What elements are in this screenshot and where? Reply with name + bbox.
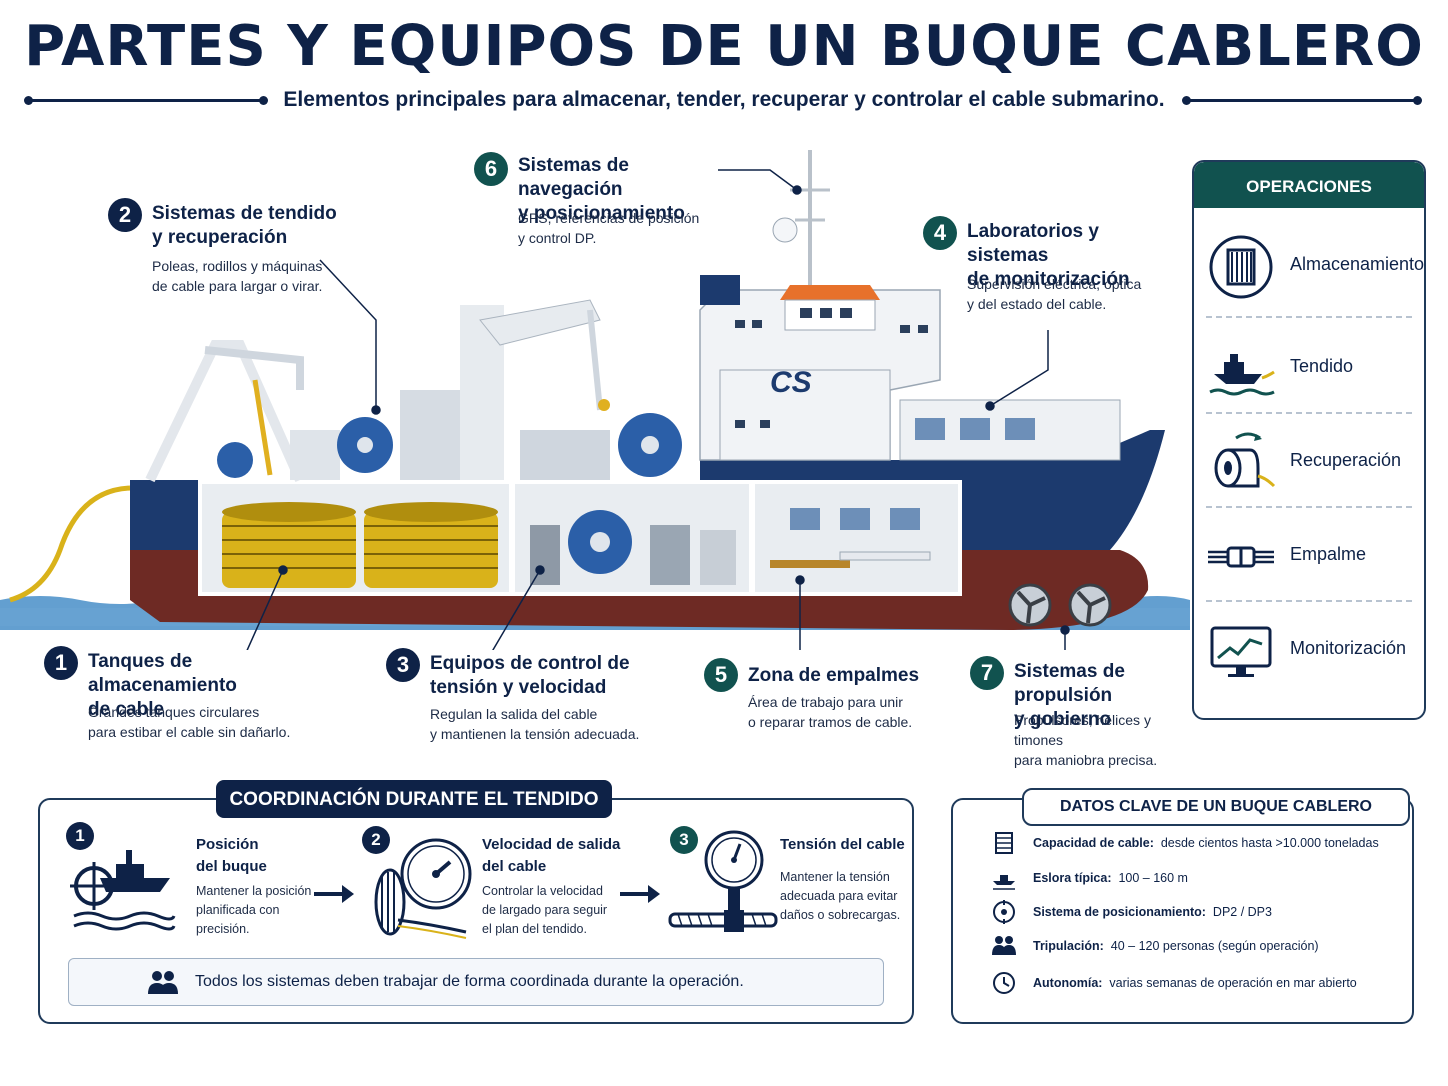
key-label: Tripulación: [1033,939,1104,953]
ship-laying-icon [1209,354,1275,396]
arrow-icon [620,885,660,903]
people-icon [148,971,178,994]
coordination-banner: Todos los sistemas deben trabajar de for… [68,958,884,1006]
monitor-chart-icon [1210,626,1272,677]
crew-icon [992,936,1016,955]
operation-label: Tendido [1290,356,1354,376]
key-data-row: Sistema de posicionamiento: DP2 / DP3 [953,899,1412,927]
callout-number: 7 [970,656,1004,690]
operation-label: Recuperación [1290,450,1402,470]
title-rule-right [1182,96,1422,105]
radar-dome [772,217,798,243]
operation-splice: Empalme [1194,512,1424,602]
divider [1206,506,1412,508]
callout-number: 4 [923,216,957,250]
divider [1206,316,1412,318]
step-number: 3 [670,826,698,854]
deck-equipment [145,299,682,483]
page-title: PARTES Y EQUIPOS DE UN BUQUE CABLERO [24,14,1424,79]
callout-desc: Regulan la salida del cable y mantienen … [430,706,640,742]
callout-number: 6 [474,152,508,186]
superstructure [699,150,1121,461]
step-desc: Mantener la posición planificada con pre… [196,884,312,936]
key-data-panel: Capacidad de cable: desde cientos hasta … [951,798,1414,1024]
step-desc: Mantener la tensión adecuada para evitar… [780,870,901,922]
callout-desc: Propulsores, hélices y timones para mani… [1014,712,1158,768]
step-title: Velocidad de salida del cable [482,836,621,875]
key-data-row: Tripulación: 40 – 120 personas (según op… [953,933,1412,961]
key-data-heading: DATOS CLAVE DE UN BUQUE CABLERO [1022,788,1410,826]
callout-number: 5 [704,658,738,692]
operation-recovery: Recuperación [1194,418,1424,508]
operation-label: Almacenamiento [1290,254,1425,274]
cable-recovery-icon [1214,432,1276,488]
splice-icon [1208,546,1274,568]
callout-desc: GPS, referencias de posición y control D… [518,210,700,246]
key-label: Eslora típica: [1033,871,1112,885]
propellers [1008,583,1112,627]
funnel-logo: CS [770,366,812,399]
key-data-row: Eslora típica: 100 – 160 m [953,865,1412,893]
title-rule-left [24,96,268,105]
step-number: 1 [66,822,94,850]
callout-desc: Grandes tanques circulares para estibar … [88,704,291,740]
step-desc: Controlar la velocidad de largado para s… [482,884,608,936]
arrow-icon [314,885,354,903]
callout-desc: Poleas, rodillos y máquinas de cable par… [152,258,323,294]
clock-icon [993,972,1015,994]
operation-monitoring: Monitorización [1194,606,1424,696]
key-label: Sistema de posicionamiento: [1033,905,1206,919]
banner-text: Todos los sistemas deben trabajar de for… [195,973,744,990]
splicing-room [770,508,931,568]
operation-laying: Tendido [1194,324,1424,414]
callout-title: Zona de empalmes [748,665,920,686]
coordination-heading: COORDINACIÓN DURANTE EL TENDIDO [216,780,612,818]
page-subtitle: Elementos principales para almacenar, te… [283,88,1165,111]
callout-leaders [246,169,1070,650]
ship-illustration: CS [0,150,1190,650]
positioning-icon [993,900,1015,924]
step-title: Posición del buque [196,836,267,875]
tension-equipment [530,510,736,585]
callout-title: Sistemas de propulsión y gobierno [1014,661,1125,730]
ship-target-icon [70,850,176,931]
operation-label: Empalme [1290,544,1367,564]
callout-title: Sistemas de tendido y recuperación [152,203,337,248]
key-data-row: Capacidad de cable: desde cientos hasta … [953,830,1412,858]
key-value: 40 – 120 personas (según operación) [1110,939,1319,953]
step-title: Tensión del cable [780,836,905,853]
key-label: Autonomía: [1033,976,1103,990]
operations-heading: OPERACIONES PRINCIPALES [1194,162,1424,246]
callout-title: Equipos de control de tensión y velocida… [430,653,630,698]
speed-gauge-icon [374,838,472,939]
callout-desc: Supervisión eléctrica, óptica y del esta… [967,276,1142,312]
key-value: desde cientos hasta >10.000 toneladas [1160,836,1379,850]
divider [1206,600,1412,602]
callout-title: Laboratorios y sistemas de monitorizació… [967,221,1130,290]
cable-coil-icon [995,832,1013,854]
cable-tank-2 [364,502,498,588]
key-label: Capacidad de cable: [1033,836,1154,850]
cable-tank-1 [222,502,356,588]
step-number: 2 [362,826,390,854]
callout-desc: Área de trabajo para unir o reparar tram… [748,694,913,730]
key-value: varias semanas de operación en mar abier… [1109,976,1357,990]
key-value: 100 – 160 m [1118,871,1188,885]
cable-reel-icon [1209,235,1273,299]
divider [1206,412,1412,414]
operation-label: Monitorización [1290,638,1407,658]
key-data-row: Autonomía: varias semanas de operación e… [953,970,1412,998]
operations-panel: OPERACIONES PRINCIPALES Almacenamiento T… [1192,160,1426,720]
callout-number: 3 [386,648,420,682]
ship-length-icon [993,875,1015,890]
submarine-cable [9,485,131,603]
key-value: DP2 / DP3 [1212,905,1272,919]
callout-title: Tanques de almacenamiento de cable [88,651,237,720]
callout-title: Sistemas de navegación y posicionamiento [518,155,685,224]
callout-number: 2 [108,198,142,232]
callout-number: 1 [44,646,78,680]
tension-gauge-icon [668,830,778,932]
operation-storage: Almacenamiento [1194,222,1424,312]
